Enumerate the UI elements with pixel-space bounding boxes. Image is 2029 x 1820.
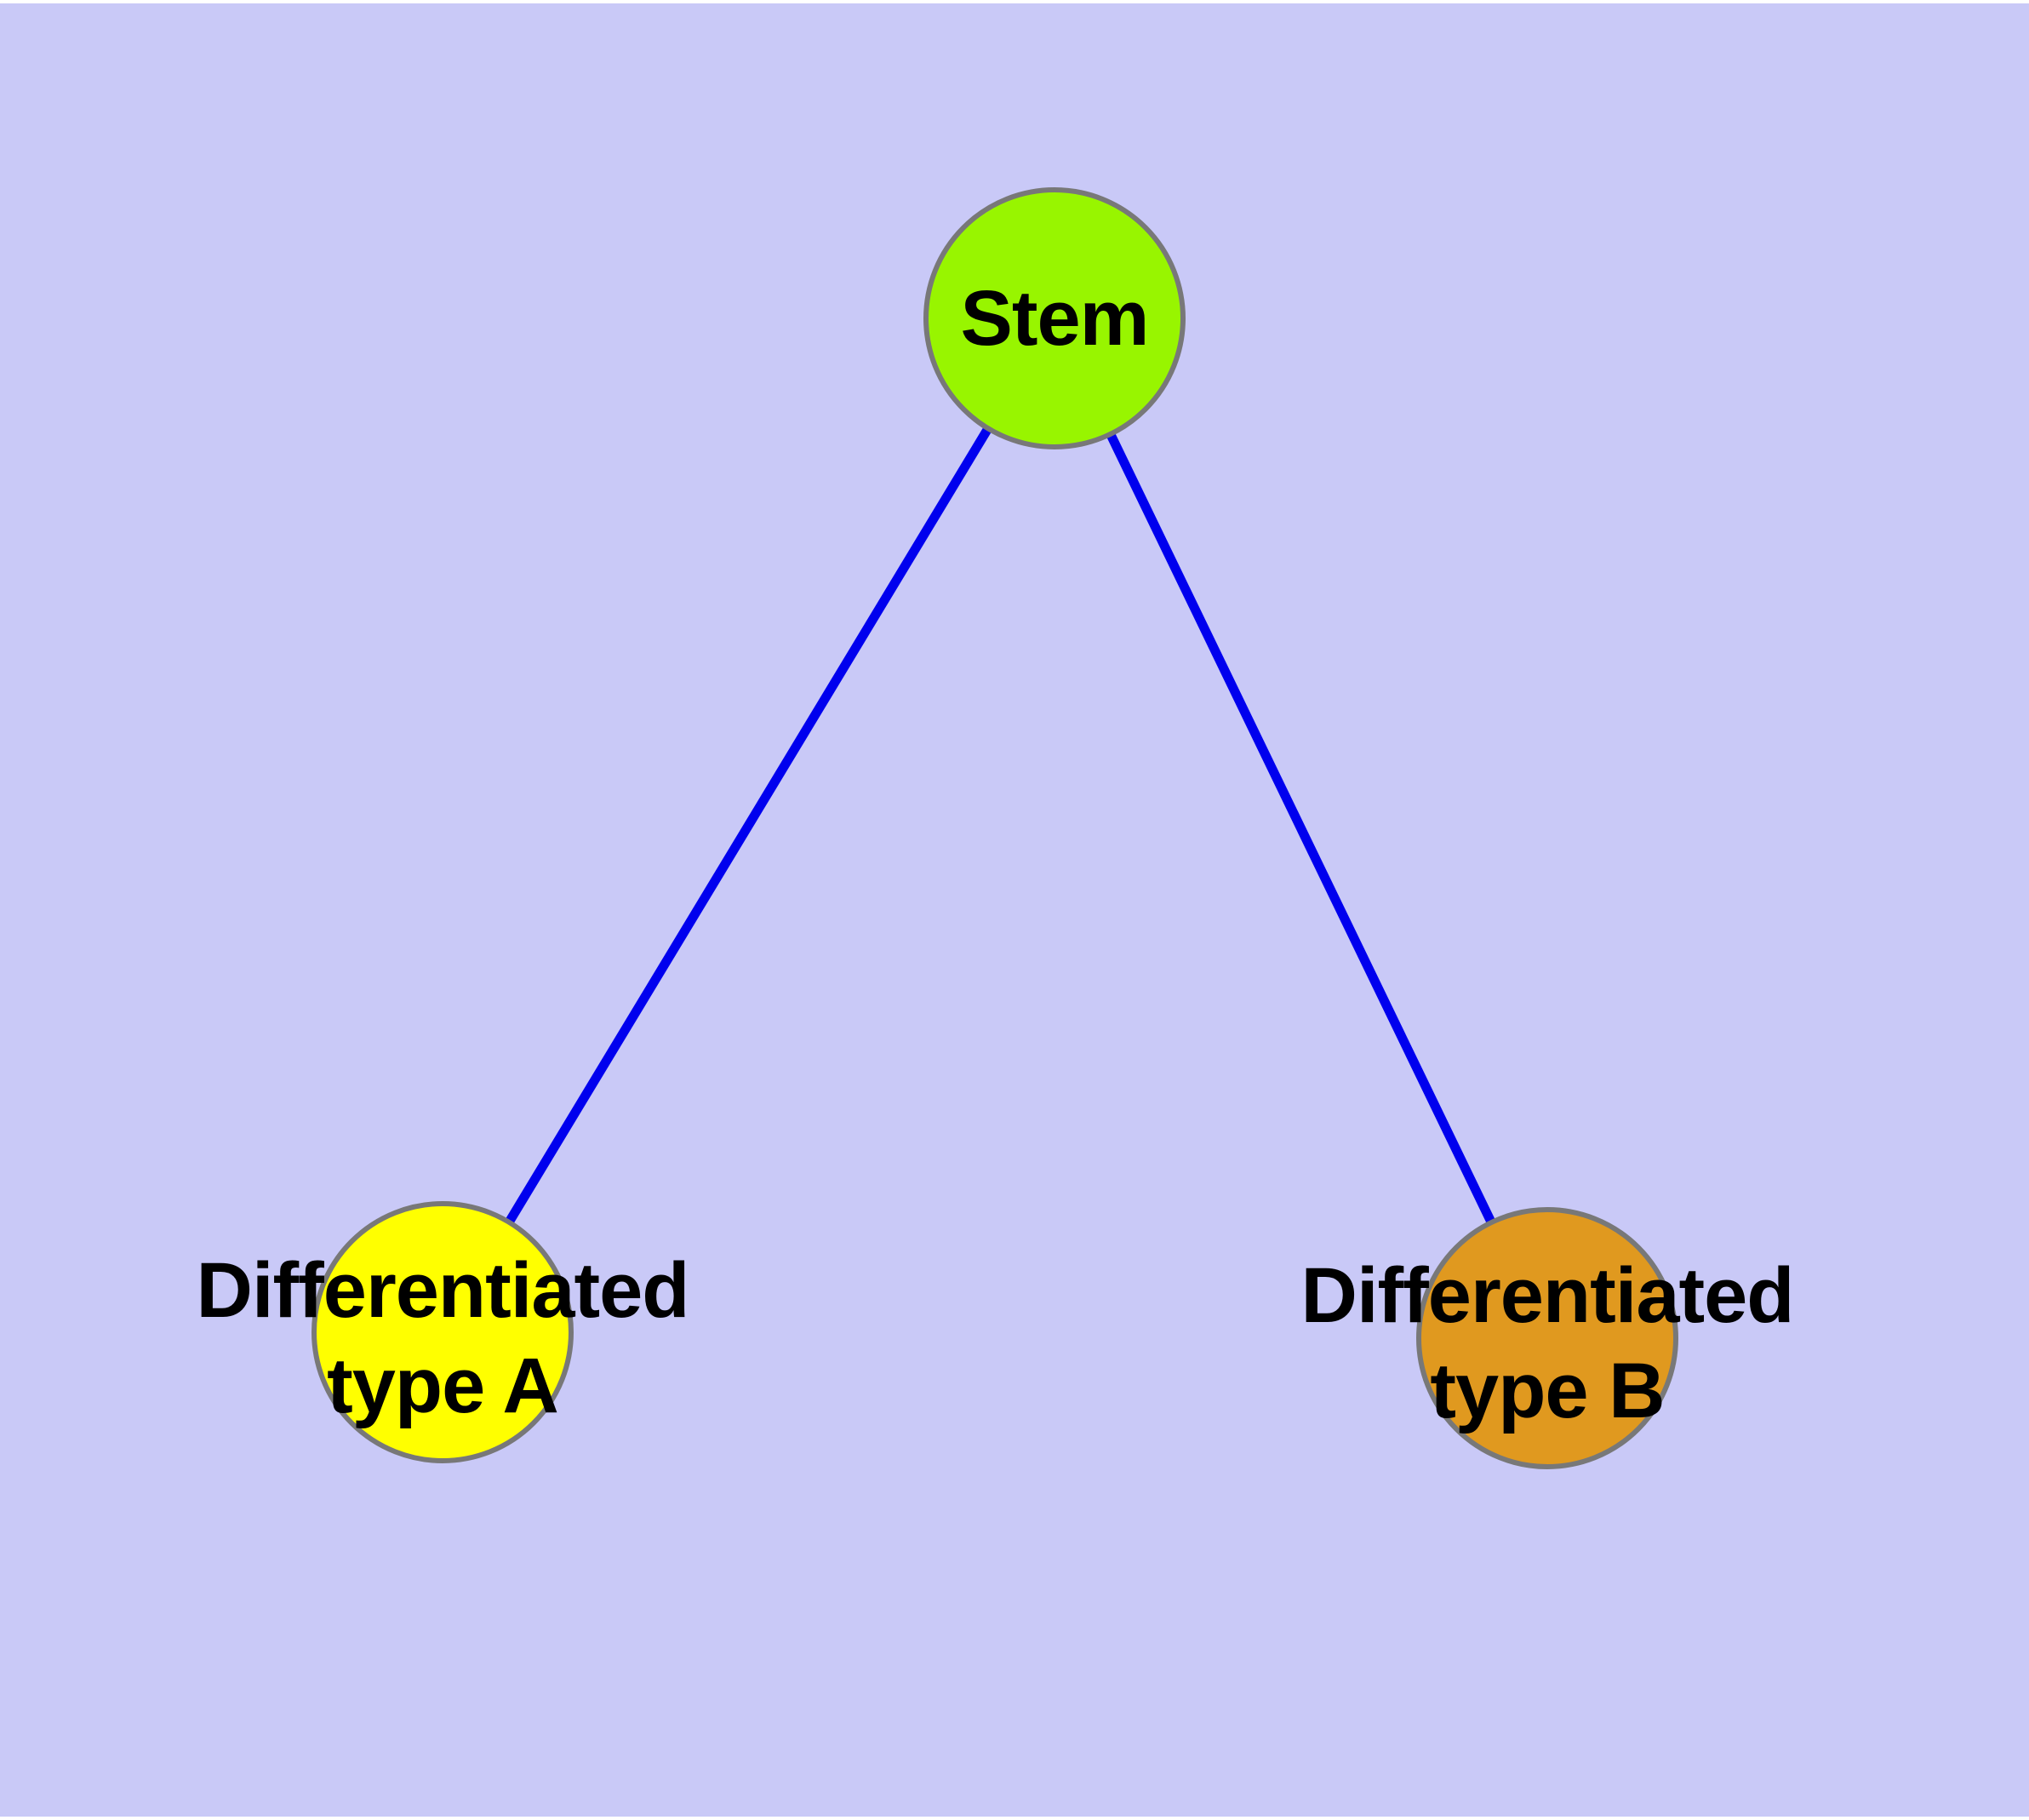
differentiated-type-b-node-label: Differentiated type B bbox=[1300, 1251, 1795, 1434]
stem-node-label: Stem bbox=[960, 274, 1150, 362]
differentiated-type-b-node bbox=[1416, 1207, 1678, 1469]
differentiated-type-a-node-label: Differentiated type A bbox=[196, 1246, 690, 1429]
edge-stem-to-type-b bbox=[1050, 316, 1552, 1341]
edge-stem-to-type-a bbox=[438, 316, 1059, 1335]
stem-node bbox=[923, 187, 1186, 449]
differentiated-type-a-node bbox=[311, 1201, 574, 1463]
